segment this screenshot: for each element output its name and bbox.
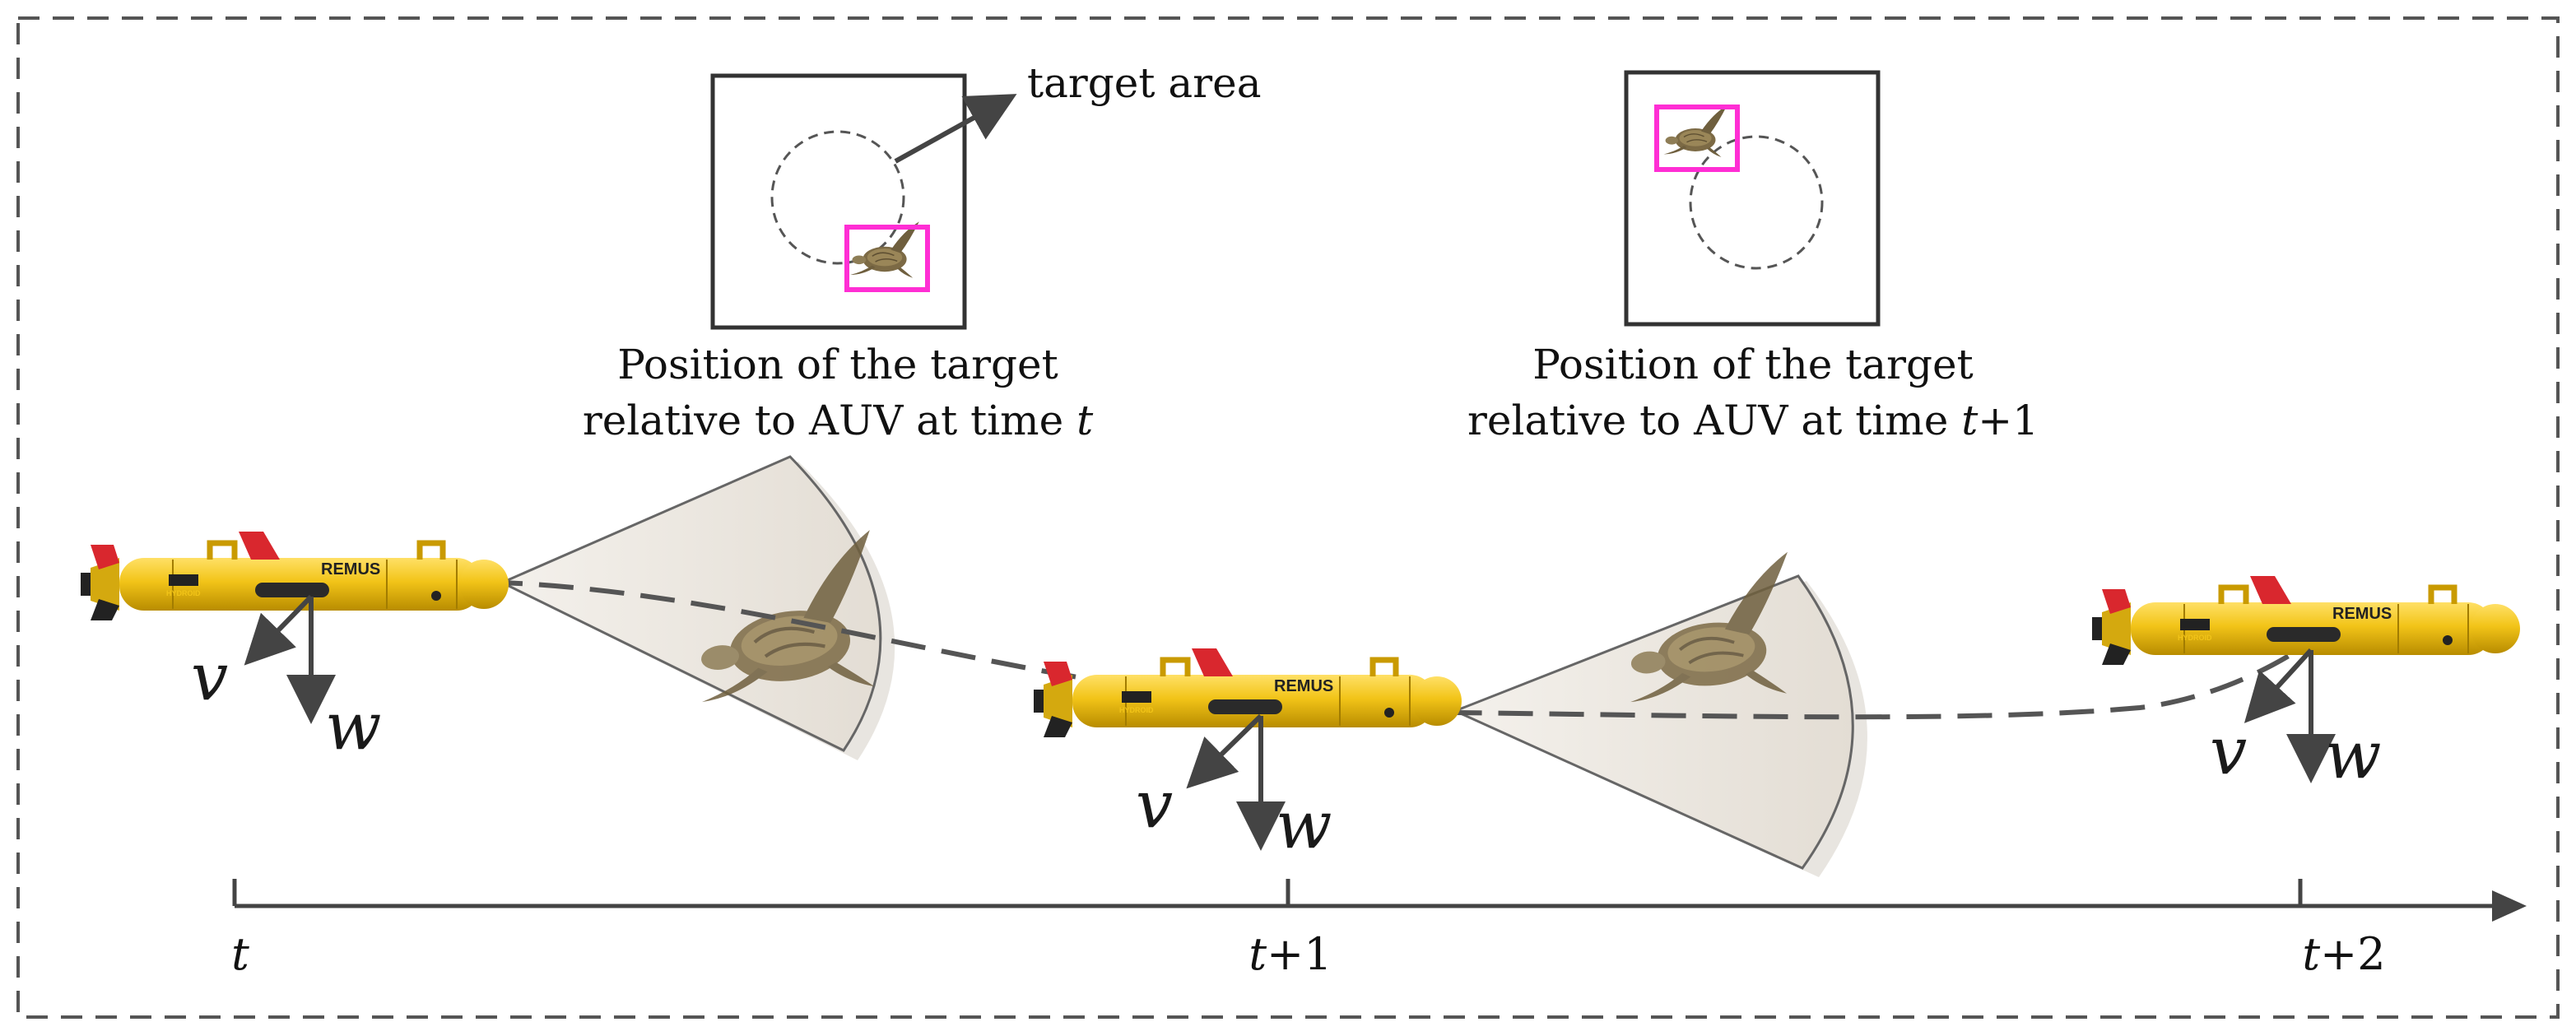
panel-caption-line1-t1: Position of the target xyxy=(1532,341,1973,388)
panel-caption-line1-t: Position of the target xyxy=(617,341,1058,388)
timeline-label-t1: t+1 xyxy=(1248,928,1332,980)
auv-name-label-t1: REMUS xyxy=(1274,677,1333,695)
auv-at-t: REMUS HYDROID xyxy=(81,532,509,620)
auv-name-label-t: REMUS xyxy=(321,560,380,578)
panel-caption-line2-t: relative to AUV at time t xyxy=(583,397,1094,444)
detection-box-t xyxy=(844,225,930,292)
v-label-t1: v xyxy=(1136,766,1173,843)
trajectory-path xyxy=(284,580,2314,720)
w-label-t: w xyxy=(325,688,381,764)
camera-frame-t xyxy=(710,73,967,330)
panel-time-t1: Position of the target relative to AUV a… xyxy=(1467,70,2039,444)
v-arrow-t2 xyxy=(2244,648,2313,723)
panel-time-t: target area Position of the target relat… xyxy=(583,59,1262,444)
timeline-label-t: t xyxy=(231,928,249,980)
v-arrow-t xyxy=(244,594,314,666)
sensor-cone-1 xyxy=(499,455,895,760)
panel-caption-line2-t1: relative to AUV at time t+1 xyxy=(1467,397,2039,444)
target-area-pointer xyxy=(894,94,1017,164)
camera-frame-t1 xyxy=(1624,70,1881,327)
auv-badge-label-t1: HYDROID xyxy=(1119,706,1154,714)
w-label-t2: w xyxy=(2325,717,2381,793)
velocity-vectors-t1: v w xyxy=(1136,713,1332,863)
v-arrow-t1 xyxy=(1186,713,1263,789)
v-label-t2: v xyxy=(2210,713,2247,789)
target-area-circle-t xyxy=(770,130,905,265)
target-area-label: target area xyxy=(1027,59,1262,107)
outer-frame xyxy=(16,16,2560,1019)
velocity-vectors-t: v w xyxy=(191,594,381,764)
detection-box-t1 xyxy=(1654,105,1740,172)
auv-at-t2: REMUS HYDROID xyxy=(2092,576,2520,665)
timeline: t t+1 t+2 xyxy=(231,879,2527,980)
auv-at-t1: REMUS HYDROID xyxy=(1034,648,1462,737)
auv-badge-label-t2: HYDROID xyxy=(2178,634,2212,642)
auv-name-label-t2: REMUS xyxy=(2332,605,2392,623)
target-area-circle-t1 xyxy=(1689,135,1824,270)
timeline-arrowhead xyxy=(2492,890,2527,922)
timeline-label-t2: t+2 xyxy=(2302,928,2385,980)
sensor-cone-2 xyxy=(1452,550,1867,877)
velocity-vectors-t2: v w xyxy=(2210,648,2381,793)
v-label-t: v xyxy=(191,639,228,715)
w-label-t1: w xyxy=(1276,787,1332,863)
auv-badge-label-t: HYDROID xyxy=(166,589,201,597)
